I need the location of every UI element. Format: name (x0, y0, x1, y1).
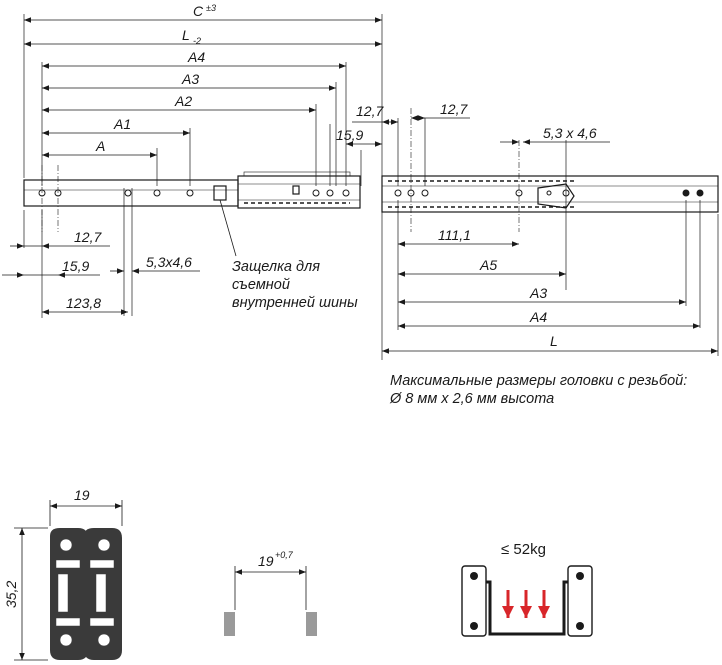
screw-note-line-1: Максимальные размеры головки с резьбой: (390, 373, 688, 389)
dim-12-7-left: 12,7 (74, 229, 102, 245)
dim-l-tolerance: -2 (193, 36, 201, 46)
dim-l-label: L (182, 27, 190, 43)
dim-a-label: A (95, 138, 105, 154)
dim-slot-right: 5,3 x 4,6 (543, 125, 597, 141)
top-dimension-labels: C ±3 L -2 A4 A3 A2 A1 A 12,7 15,9 12,7 5… (95, 3, 597, 154)
dimension-lines (2, 17, 718, 354)
dim-c-label: C (193, 3, 204, 19)
dim-a4-label: A4 (187, 49, 205, 65)
dim-12-7-top-right: 12,7 (440, 101, 468, 117)
dim-111-1: 111,1 (438, 227, 471, 243)
latch-block (213, 185, 227, 201)
gap-value: 19 (258, 553, 274, 569)
latch-note: Защелка для съемной внутренней шины (232, 258, 358, 312)
gap-tolerance: +0,7 (275, 550, 294, 560)
dim-a1-label: A1 (113, 116, 131, 132)
dim-a3-label: A3 (181, 71, 199, 87)
dim-a2-label: A2 (174, 93, 192, 109)
extension-lines (23, 14, 719, 360)
slide-left-section (461, 565, 487, 637)
right-dimension-labels: 111,1 A5 A3 A4 L (438, 227, 558, 349)
latch-slot (292, 185, 300, 195)
load-diagram: ≤ 52kg (461, 541, 593, 637)
drawer-profile (486, 580, 568, 636)
latch-note-line-2: съемной (232, 277, 290, 293)
rail-assembly (23, 171, 719, 213)
dim-a5: A5 (479, 257, 497, 273)
dim-slot-left: 5,3x4,6 (146, 254, 192, 270)
mounting-holes (38, 189, 704, 197)
dim-15-9-left: 15,9 (62, 258, 89, 274)
screw-note: Максимальные размеры головки с резьбой: … (390, 372, 687, 408)
dim-15-9-top: 15,9 (336, 127, 363, 143)
section-width-label: 19 (74, 487, 90, 503)
dim-c-tolerance: ±3 (206, 3, 216, 13)
release-lever (537, 183, 575, 209)
spacer-left (224, 612, 235, 636)
spacer-right (306, 612, 317, 636)
latch-note-line-1: Защелка для (232, 259, 320, 275)
latch-note-line-3: внутренней шины (232, 295, 358, 311)
screw-note-line-2: Ø 8 мм x 2,6 мм высота (390, 391, 555, 407)
left-dimension-labels: 12,7 15,9 123,8 5,3x4,6 (62, 229, 192, 311)
dim-123-8: 123,8 (66, 295, 101, 311)
section-dimensions (14, 500, 123, 661)
section-height-label: 35,2 (3, 581, 19, 608)
dim-l-right: L (550, 333, 558, 349)
load-label: ≤ 52kg (501, 541, 546, 558)
dim-a3-right: A3 (529, 285, 547, 301)
mounting-gap: 19 +0,7 (224, 550, 317, 636)
bearing-dashes (244, 180, 575, 208)
rail-cross-section (50, 528, 122, 660)
dim-a4-right: A4 (529, 309, 547, 325)
slide-right-section (567, 565, 593, 637)
dim-12-7-top-left: 12,7 (356, 103, 384, 119)
